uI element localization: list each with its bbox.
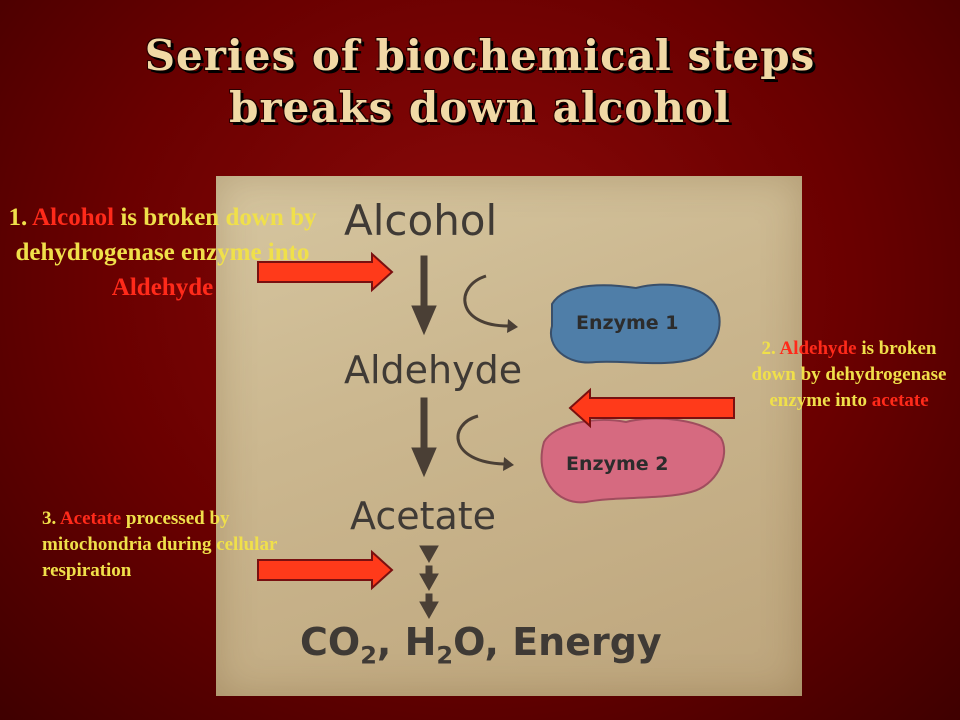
step-2-highlight-aldehyde: Aldehyde [779, 338, 857, 359]
pathway-drawing [411, 255, 726, 620]
step-3-text: processed by mitochondria during cellula… [42, 508, 278, 581]
arrow-small-3 [419, 601, 439, 620]
pathway-arrows [411, 255, 439, 620]
step-2-number: 2. [761, 338, 780, 359]
slide-title: Series of biochemical steps breaks down … [0, 30, 960, 134]
enzyme-1-blob [549, 283, 721, 365]
compound-acetate: Acetate [350, 494, 497, 538]
caption-step-3: 3. Acetate processed by mitochondria dur… [42, 506, 312, 584]
caption-step-2: 2. Aldehyde is broken down by dehydrogen… [738, 336, 960, 414]
co-text: CO [300, 620, 361, 664]
enzyme-2-label: Enzyme 2 [566, 453, 669, 475]
subscript-2a: 2 [360, 641, 377, 670]
title-line-1: Series of biochemical steps [144, 31, 816, 80]
caption-step-1: 1. Alcohol is broken down by dehydrogena… [0, 200, 325, 305]
arrow-small-2 [419, 573, 439, 592]
arrow-small-3-shaft [425, 593, 433, 603]
step-3-number: 3. [42, 508, 60, 529]
step-1-highlight-alcohol: Alcohol [32, 204, 115, 231]
o-energy-text: O, Energy [453, 620, 662, 664]
step-1-number: 1. [8, 204, 33, 231]
curved-arrow-2 [456, 414, 505, 466]
enzyme-1-label: Enzyme 1 [576, 312, 679, 334]
step-2-highlight-acetate: acetate [871, 390, 929, 411]
h-text: , H [376, 620, 437, 664]
subscript-2b: 2 [436, 641, 454, 670]
compound-alcohol: Alcohol [344, 196, 498, 245]
curved-arrow-2-head [503, 457, 514, 471]
curved-arrow-1 [463, 274, 509, 328]
step-2-text: is broken down by dehydrogenase enzyme i… [751, 338, 947, 411]
compound-aldehyde: Aldehyde [344, 348, 523, 392]
step-3-highlight-acetate: Acetate [59, 508, 122, 529]
step-1-text: is broken down by dehydrogenase enzyme i… [15, 204, 317, 266]
step-1-highlight-aldehyde: Aldehyde [111, 274, 214, 301]
arrow-small-2-shaft [425, 565, 433, 575]
end-products: CO2, H2O, Energy [300, 620, 662, 670]
title-line-2: breaks down alcohol [229, 83, 731, 132]
arrow-small-1 [419, 545, 439, 564]
arrow-alcohol-to-aldehyde-head [411, 305, 437, 336]
curved-arrow-1-head [507, 319, 518, 333]
arrow-aldehyde-to-acetate-head [411, 447, 437, 478]
pathway-diagram-photo: Alcohol Aldehyde Acetate Enzyme 1 Enzyme… [216, 176, 802, 696]
